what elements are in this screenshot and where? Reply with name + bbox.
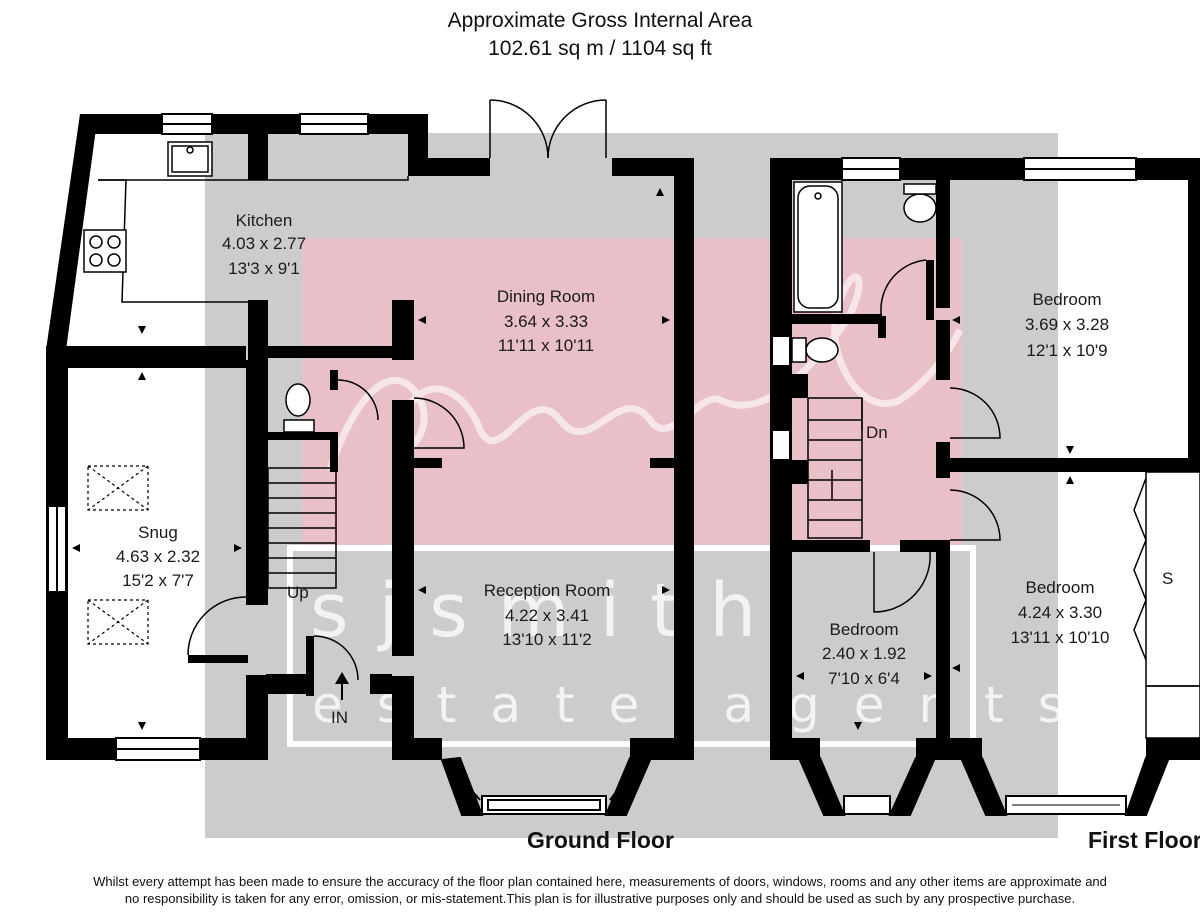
storage-label: S [1162,569,1173,588]
dining-imperial: 11'11 x 10'11 [498,336,594,355]
ground-floor-title: Ground Floor [527,827,674,853]
first-bay-windows [798,756,1170,816]
kitchen-fittings [83,141,409,303]
kitchen-name: Kitchen [236,211,293,230]
reception-metric: 4.22 x 3.41 [505,606,589,625]
snug-label: Snug 4.63 x 2.32 15'2 x 7'7 [116,523,200,590]
disclaimer-line-1: Whilst every attempt has been made to en… [93,874,1107,889]
dining-name: Dining Room [497,287,595,306]
bedroom3-metric: 4.24 x 3.30 [1018,603,1102,622]
kitchen-imperial: 13'3 x 9'1 [228,259,300,278]
disclaimer: Whilst every attempt has been made to en… [0,873,1200,907]
wardrobe [1133,471,1200,739]
area-value: 102.61 sq m / 1104 sq ft [488,37,712,60]
first-floor-walls [770,158,1200,760]
entrance-arrow-icon [335,672,349,700]
snug-metric: 4.63 x 2.32 [116,547,200,566]
bedroom3-label: Bedroom 4.24 x 3.30 13'11 x 10'10 [1011,578,1110,647]
entrance-label: IN [331,708,348,727]
stairs-up-label: Up [287,583,309,602]
kitchen-label: Kitchen 4.03 x 2.77 13'3 x 9'1 [222,211,306,278]
area-title: Approximate Gross Internal Area [447,9,753,32]
ground-floor-walls [46,114,694,760]
bedroom1-metric: 3.69 x 3.28 [1025,315,1109,334]
watermark-tagline: estate agents [312,676,1098,734]
disclaimer-line-2: no responsibility is taken for any error… [124,891,1076,906]
stairs-down-label: Dn [866,423,888,442]
ground-bay-window [440,756,652,816]
floor-plan: sjsmith estate agents [46,99,1200,853]
bedroom3-imperial: 13'11 x 10'10 [1011,628,1110,647]
reception-label: Reception Room 4.22 x 3.41 13'10 x 11'2 [484,581,611,649]
bedroom2-imperial: 7'10 x 6'4 [828,669,900,688]
bedroom3-name: Bedroom [1026,578,1095,597]
snug-skylights [87,465,149,645]
snug-imperial: 15'2 x 7'7 [122,571,194,590]
dining-label: Dining Room 3.64 x 3.33 11'11 x 10'11 [497,287,595,355]
bedroom2-name: Bedroom [830,620,899,639]
bedroom2-label: Bedroom 2.40 x 1.92 7'10 x 6'4 [822,620,906,688]
dimension-arrows [72,188,1074,730]
bedroom1-name: Bedroom [1033,290,1102,309]
snug-name: Snug [138,523,178,542]
kitchen-metric: 4.03 x 2.77 [222,234,306,253]
first-doors [807,259,1001,613]
dining-metric: 3.64 x 3.33 [504,312,588,331]
bedroom1-imperial: 12'1 x 10'9 [1026,341,1107,360]
reception-name: Reception Room [484,581,611,600]
watermark: sjsmith estate agents [205,133,1098,838]
first-windows [771,157,1137,461]
ground-doors [187,379,465,681]
bathroom-fittings [791,181,937,363]
first-floor-title: First Floor [1088,827,1200,853]
ground-windows [47,113,369,761]
bedroom2-metric: 2.40 x 1.92 [822,644,906,663]
reception-imperial: 13'10 x 11'2 [502,630,591,649]
french-doors [489,99,607,159]
bedroom1-label: Bedroom 3.69 x 3.28 12'1 x 10'9 [1025,290,1109,360]
